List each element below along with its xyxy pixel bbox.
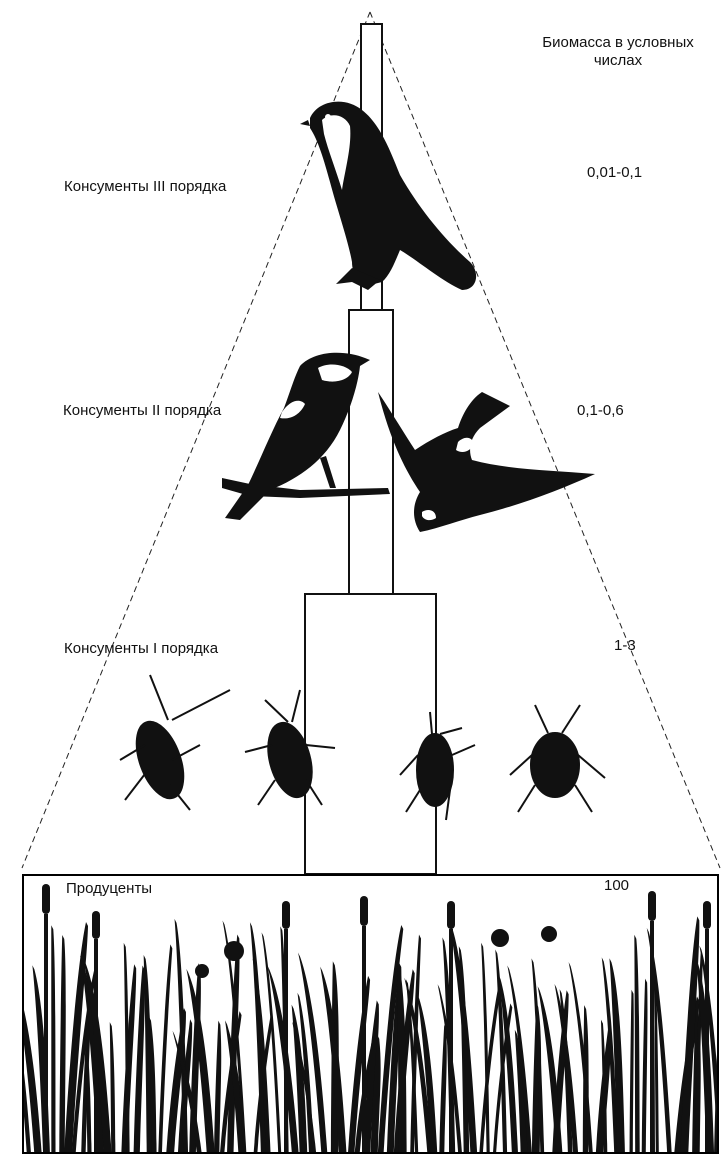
level-3-label: Консументы III порядка [64,178,226,196]
level-3-biomass: 0,01-0,1 [587,164,642,182]
block-level-2 [349,310,393,594]
level-1-biomass: 1-3 [614,637,636,655]
block-level-1 [305,594,436,874]
producers-biomass: 100 [604,877,629,895]
falcon-icon [300,102,476,290]
level-2-biomass: 0,1-0,6 [577,402,624,420]
biomass-header: Биомасса в условных числах [518,34,718,70]
swallow-icon [378,392,595,532]
producers-panel [22,874,719,1154]
level-1-label: Консументы I порядка [64,640,218,658]
grass-icon [24,876,719,1154]
producers-label: Продуценты [66,880,152,898]
level-2-label: Консументы II порядка [63,402,221,420]
